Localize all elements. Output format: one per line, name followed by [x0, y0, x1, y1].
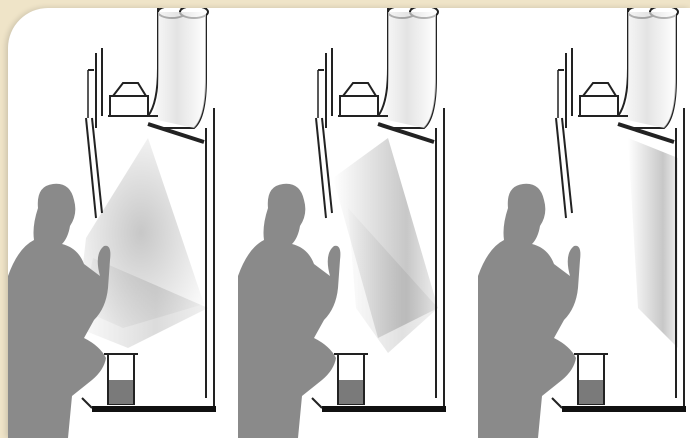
smoke-plume-contained [628, 138, 678, 348]
panel-1 [8, 8, 216, 438]
panel-2 [238, 8, 446, 438]
fume-hood-illustration [8, 8, 690, 438]
panel-3 [478, 8, 686, 438]
person-silhouette-3 [478, 184, 580, 438]
person-silhouette-2 [238, 184, 340, 438]
illustration-card [8, 8, 690, 438]
person-silhouette-1 [8, 184, 110, 438]
